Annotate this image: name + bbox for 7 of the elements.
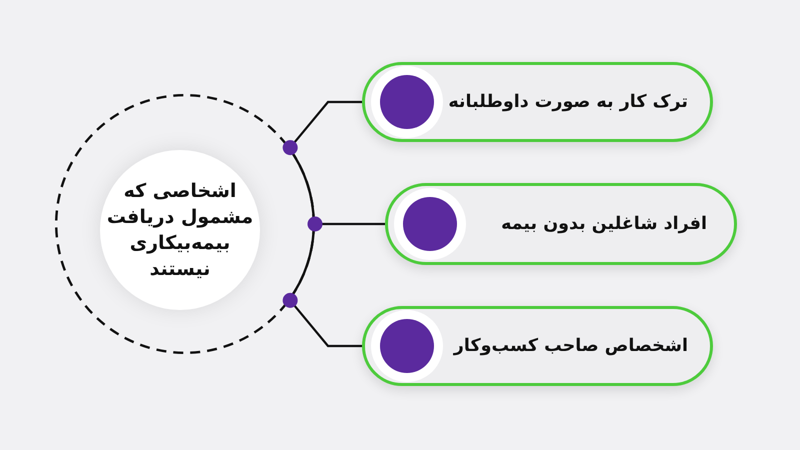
connector bbox=[282, 100, 362, 156]
item-label: اشخصاص صاحب کسب‌وکار bbox=[454, 335, 688, 358]
connector bbox=[282, 292, 362, 348]
center-circle: اشخاصی که مشمول دریافت بیمه‌بیکاری نیستند bbox=[100, 150, 260, 310]
item-label: ترک کار به صورت داوطلبانه bbox=[448, 91, 688, 114]
item-label: افراد شاغلین بدون بیمه bbox=[501, 213, 707, 236]
connector bbox=[308, 216, 385, 232]
